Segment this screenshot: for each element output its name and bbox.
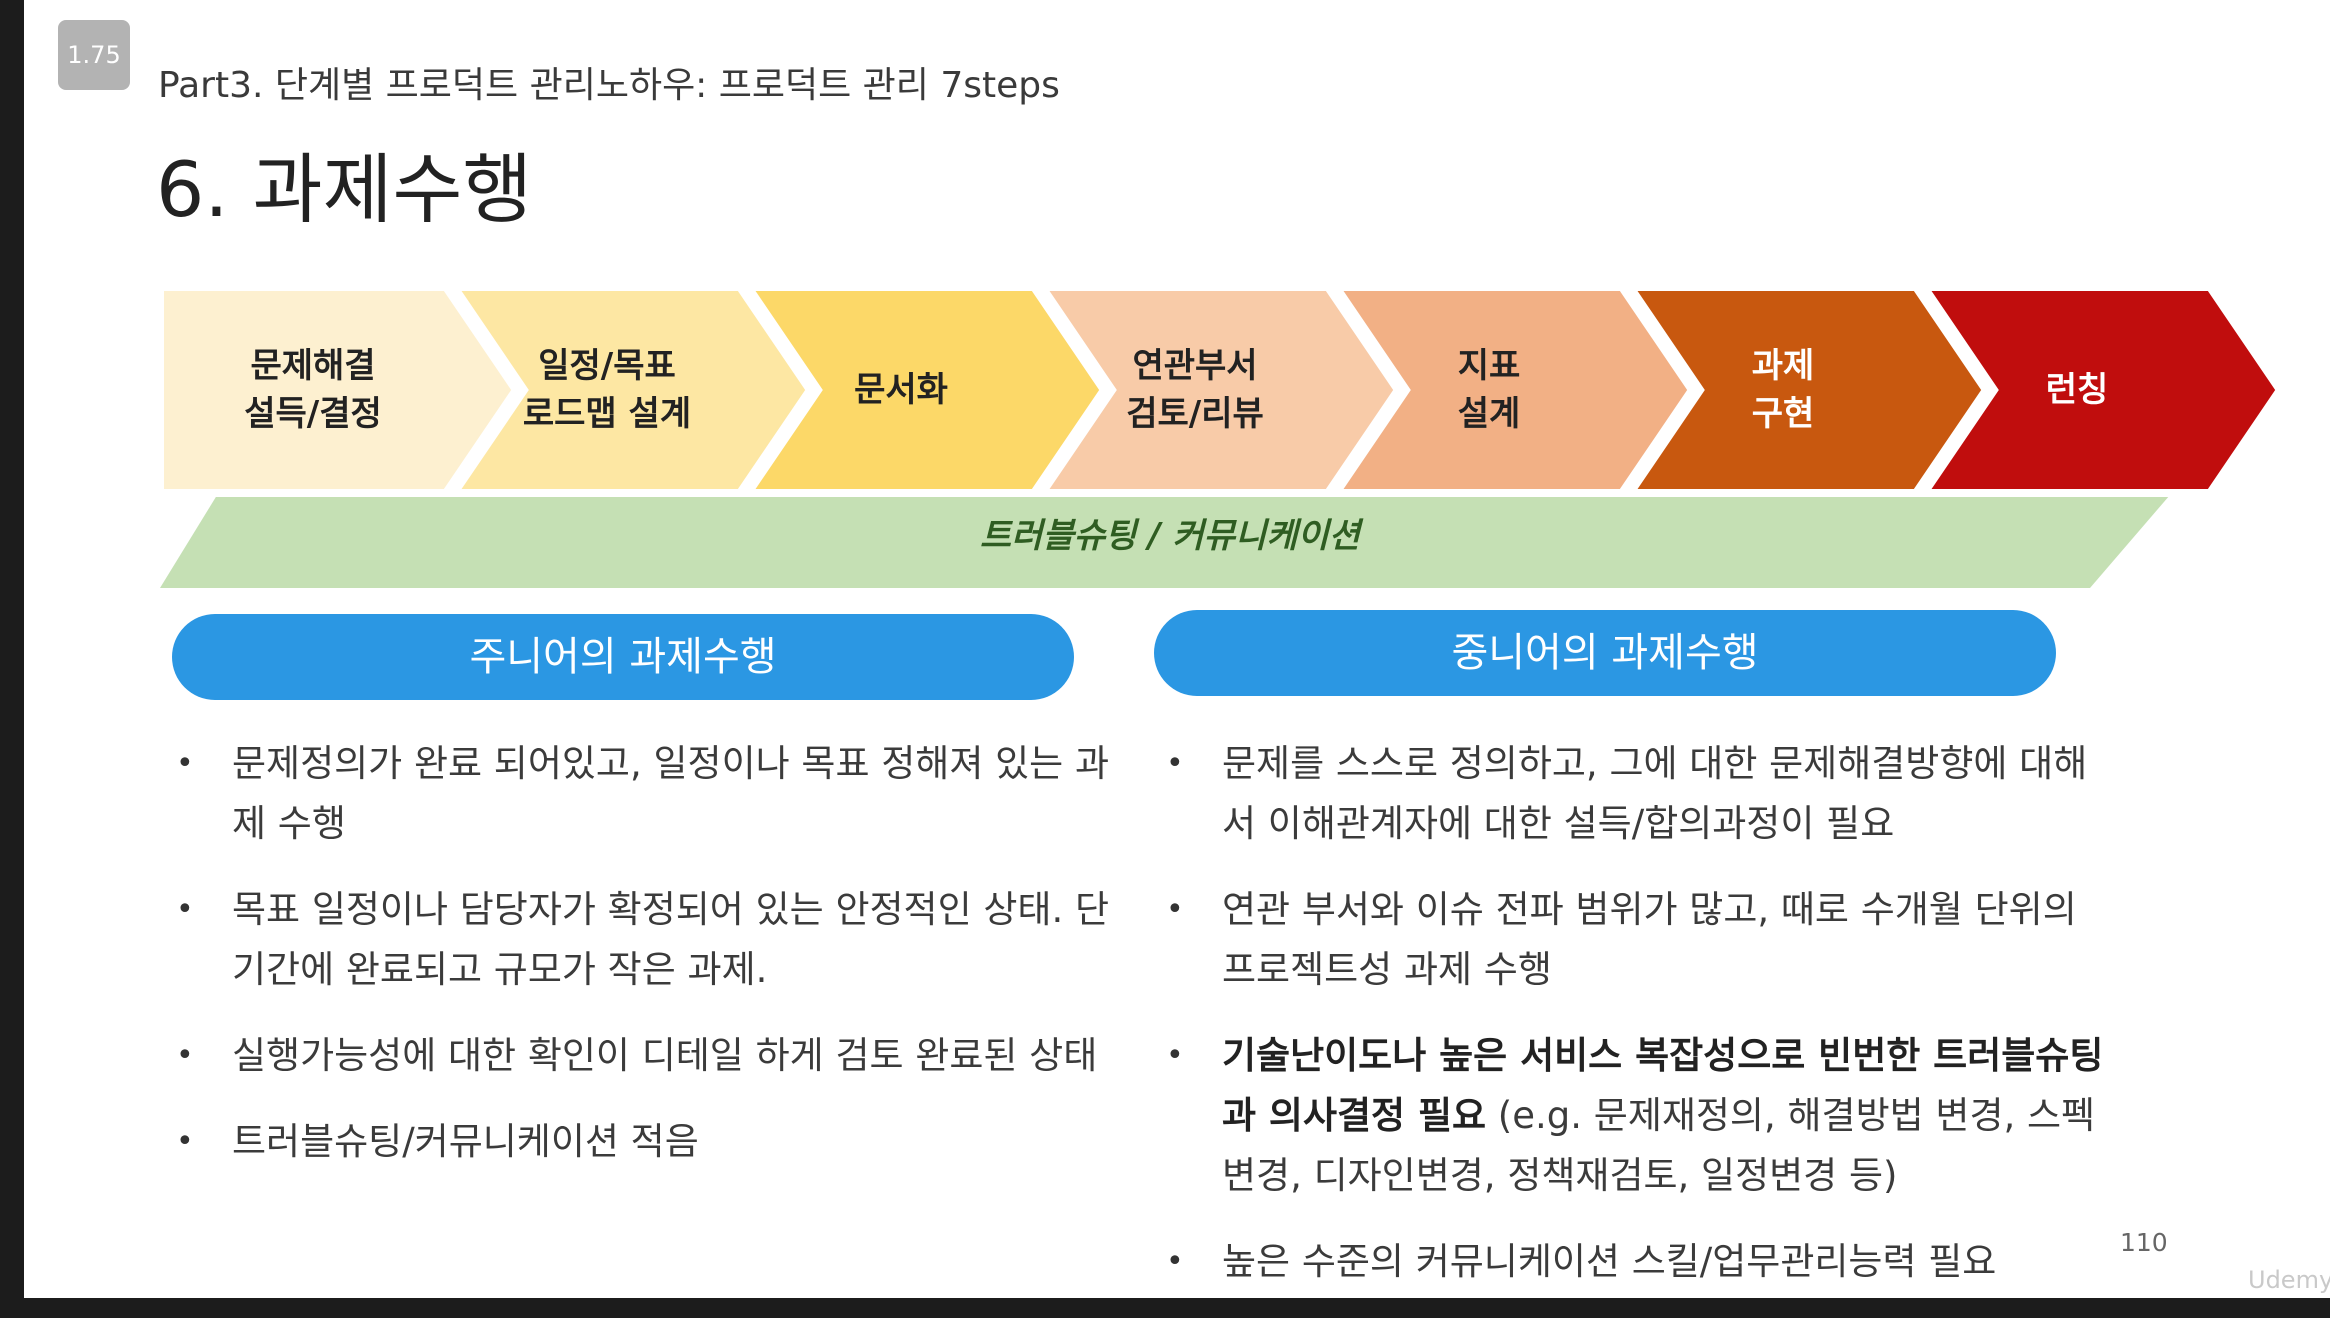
playback-speed-badge[interactable]: 1.75 bbox=[58, 20, 130, 90]
page-number: 110 bbox=[2120, 1228, 2168, 1257]
process-step-label: 일정/목표 로드맵 설계 bbox=[522, 346, 692, 434]
bullet-icon: • bbox=[1166, 1244, 1184, 1279]
list-item-text: 연관 부서와 이슈 전파 범위가 많고, 때로 수개월 단위의 프로젝트성 과제… bbox=[1222, 888, 2077, 991]
bullet-icon: • bbox=[176, 1124, 194, 1159]
process-step-label: 과제 구현 bbox=[1751, 346, 1815, 434]
troubleshooting-band-label: 트러블슈팅 / 커뮤니케이션 bbox=[979, 516, 1361, 556]
list-item-text: 문제를 스스로 정의하고, 그에 대한 문제해결방향에 대해서 이해관계자에 대… bbox=[1222, 742, 2088, 845]
page-title: 6. 과제수행 bbox=[156, 145, 533, 234]
list-item-text: (e.g. 문제재정의, 해결방법 변경, 스펙 변경, 디자인변경, 정책재검… bbox=[1222, 1094, 2096, 1197]
list-item-bold-text: 기술난이도나 높은 서비스 복잡성으로 빈번한 트러블슈팅과 의사결정 필요 bbox=[1222, 1034, 2104, 1137]
process-step-label: 문제해결 설득/결정 bbox=[244, 346, 382, 434]
process-step-label: 문서화 bbox=[854, 370, 948, 410]
process-step-label: 런칭 bbox=[2045, 370, 2109, 410]
breadcrumb: Part3. 단계별 프로덕트 관리노하우: 프로덕트 관리 7steps bbox=[158, 65, 1060, 106]
process-step-label: 연관부서 검토/리뷰 bbox=[1126, 346, 1264, 434]
bullet-icon: • bbox=[1166, 1038, 1184, 1073]
list-item-text: 문제정의가 완료 되어있고, 일정이나 목표 정해져 있는 과제 수행 bbox=[232, 742, 1110, 845]
list-item: • 문제정의가 완료 되어있고, 일정이나 목표 정해져 있는 과제 수행 bbox=[176, 734, 1136, 854]
bullet-icon: • bbox=[176, 1038, 194, 1073]
list-item-text: 높은 수준의 커뮤니케이션 스킬/업무관리능력 필요 bbox=[1222, 1240, 1997, 1283]
middle-heading: 중니어의 과제수행 bbox=[1154, 610, 2056, 696]
udemy-watermark: Udemy bbox=[2248, 1266, 2330, 1294]
list-item-text: 목표 일정이나 담당자가 확정되어 있는 안정적인 상태. 단기간에 완료되고 … bbox=[232, 888, 1110, 991]
list-item: • 목표 일정이나 담당자가 확정되어 있는 안정적인 상태. 단기간에 완료되고… bbox=[176, 880, 1136, 1000]
junior-heading: 주니어의 과제수행 bbox=[172, 614, 1074, 700]
bullet-icon: • bbox=[1166, 892, 1184, 927]
process-step-label: 지표 설계 bbox=[1457, 346, 1521, 434]
list-item: • 연관 부서와 이슈 전파 범위가 많고, 때로 수개월 단위의 프로젝트성 과… bbox=[1166, 880, 2116, 1000]
bullet-icon: • bbox=[1166, 746, 1184, 781]
middle-list: • 문제를 스스로 정의하고, 그에 대한 문제해결방향에 대해서 이해관계자에 … bbox=[1166, 734, 2116, 1318]
list-item: •기술난이도나 높은 서비스 복잡성으로 빈번한 트러블슈팅과 의사결정 필요 … bbox=[1166, 1026, 2116, 1206]
junior-list: • 문제정의가 완료 되어있고, 일정이나 목표 정해져 있는 과제 수행 • 목표… bbox=[176, 734, 1136, 1198]
list-item: • 트러블슈팅/커뮤니케이션 적음 bbox=[176, 1112, 1136, 1172]
bullet-icon: • bbox=[176, 892, 194, 927]
list-item-text: 실행가능성에 대한 확인이 디테일 하게 검토 완료된 상태 bbox=[232, 1034, 1098, 1077]
list-item: • 높은 수준의 커뮤니케이션 스킬/업무관리능력 필요 bbox=[1166, 1232, 2116, 1292]
bullet-icon: • bbox=[176, 746, 194, 781]
list-item-text: 트러블슈팅/커뮤니케이션 적음 bbox=[232, 1120, 699, 1163]
list-item: • 문제를 스스로 정의하고, 그에 대한 문제해결방향에 대해서 이해관계자에 … bbox=[1166, 734, 2116, 854]
list-item: • 실행가능성에 대한 확인이 디테일 하게 검토 완료된 상태 bbox=[176, 1026, 1136, 1086]
